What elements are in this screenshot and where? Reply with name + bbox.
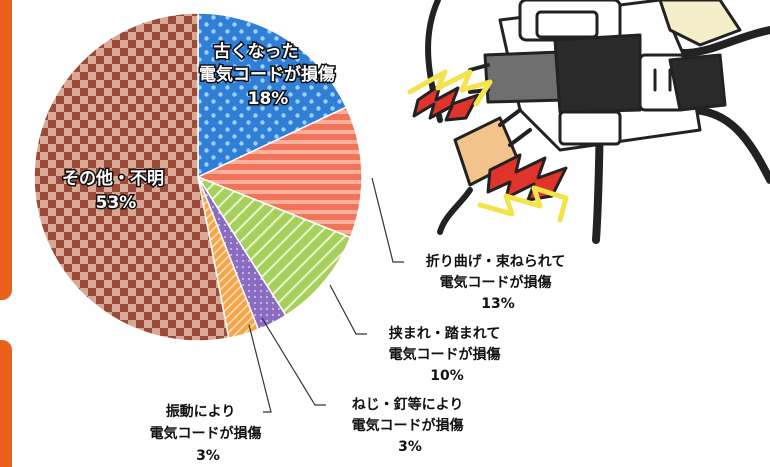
label-vibration: 振動により 電気コードが損傷 3% xyxy=(150,403,267,464)
label-pinched-stepped-value: 10% xyxy=(430,368,464,384)
left-bracket-bottom xyxy=(0,340,12,467)
label-pinched-stepped-line1: 挟まれ・踏まれて xyxy=(389,325,501,342)
label-screw-nail-line2: 電気コードが損傷 xyxy=(352,417,464,434)
left-bracket-top xyxy=(0,0,12,300)
pie-slice-old-cord xyxy=(197,12,348,179)
pie-slice-other-unknown xyxy=(33,12,230,342)
leader-line-bent-bundled xyxy=(371,177,404,263)
overloaded-power-strip-sparking-icon xyxy=(407,0,770,244)
label-old-cord-value: 18% xyxy=(248,89,289,109)
label-bent-bundled: 折り曲げ・束ねられて 電気コードが損傷 13% xyxy=(426,253,570,312)
label-other-unknown-line1: その他・不明 xyxy=(62,168,164,189)
label-vibration-line1: 振動により xyxy=(166,403,236,420)
label-old-cord-line2: 電気コードが損傷 xyxy=(199,64,335,85)
leader-line-pinched-stepped xyxy=(329,284,367,335)
label-pinched-stepped-line2: 電気コードが損傷 xyxy=(389,346,501,363)
label-other-unknown: その他・不明 53% xyxy=(62,168,170,213)
label-bent-bundled-line2: 電気コードが損傷 xyxy=(440,274,552,291)
label-vibration-line2: 電気コードが損傷 xyxy=(150,425,262,442)
label-screw-nail: ねじ・釘等により 電気コードが損傷 3% xyxy=(352,396,469,455)
label-screw-nail-line1: ねじ・釘等により xyxy=(352,396,464,413)
label-old-cord-line1: 古くなった xyxy=(214,41,299,62)
label-vibration-value: 3% xyxy=(196,448,220,464)
label-other-unknown-value: 53% xyxy=(96,193,137,213)
label-old-cord: 古くなった 電気コードが損傷 18% xyxy=(199,41,341,109)
label-bent-bundled-value: 13% xyxy=(481,296,515,312)
pie-slice-pinched-stepped xyxy=(196,175,352,317)
leader-line-screw-nail xyxy=(261,317,326,406)
pie-chart xyxy=(33,12,363,342)
leader-line-vibration xyxy=(248,324,272,413)
label-screw-nail-value: 3% xyxy=(398,439,422,455)
label-pinched-stepped: 挟まれ・踏まれて 電気コードが損傷 10% xyxy=(389,325,506,384)
label-bent-bundled-line1: 折り曲げ・束ねられて xyxy=(426,253,566,270)
pie-slice-bent-bundled xyxy=(196,106,363,239)
